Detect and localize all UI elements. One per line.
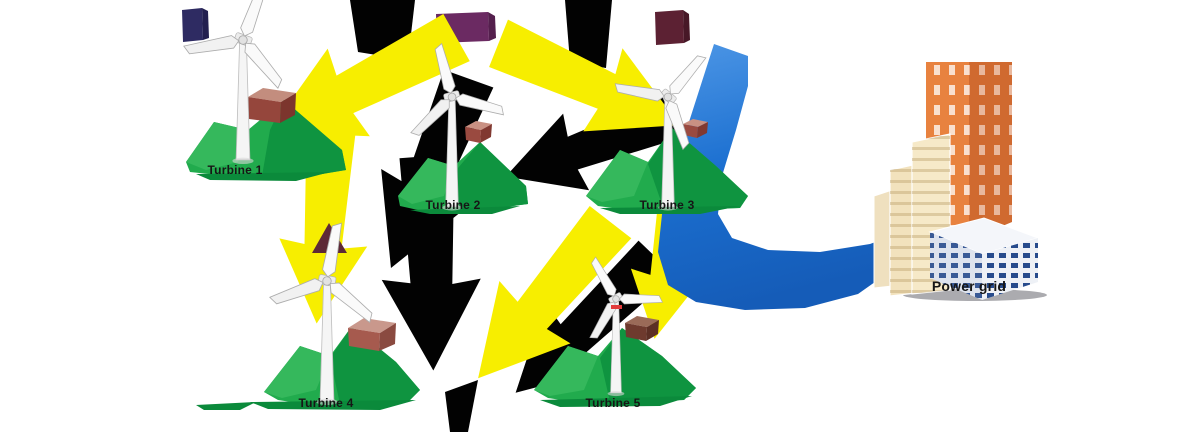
wind-turbines [179,0,742,406]
turbine-2-label: Turbine 2 [425,198,481,212]
rock-cube-icon [348,318,396,351]
tower-red-mark [611,305,622,309]
blue-power-arrow-icon [658,44,922,310]
beige-towers [873,133,951,297]
turbine-5-label: Turbine 5 [585,396,641,410]
yellow-black-flow-arrow-icon [445,380,478,432]
city-buildings-icon [873,62,1047,301]
block-navy [182,8,209,42]
turbine-4-label: Turbine 4 [298,396,354,410]
turbine-3-label: Turbine 3 [639,198,695,212]
green-hill-icon [398,142,528,214]
block-maroon [655,10,690,45]
green-hill-icon [186,100,346,410]
yellow-black-flow-arrow-icon [565,0,612,68]
white-lowrise [928,217,1040,300]
rock-cube-icon [625,316,659,341]
city-label: Power grid [931,278,1007,294]
flow-arrows-black [348,0,689,432]
rock-cube-icon [683,119,708,138]
turbine-1-label: Turbine 1 [207,163,263,177]
rock-cube-icon [465,121,492,143]
rock-cube-icon [248,88,296,123]
